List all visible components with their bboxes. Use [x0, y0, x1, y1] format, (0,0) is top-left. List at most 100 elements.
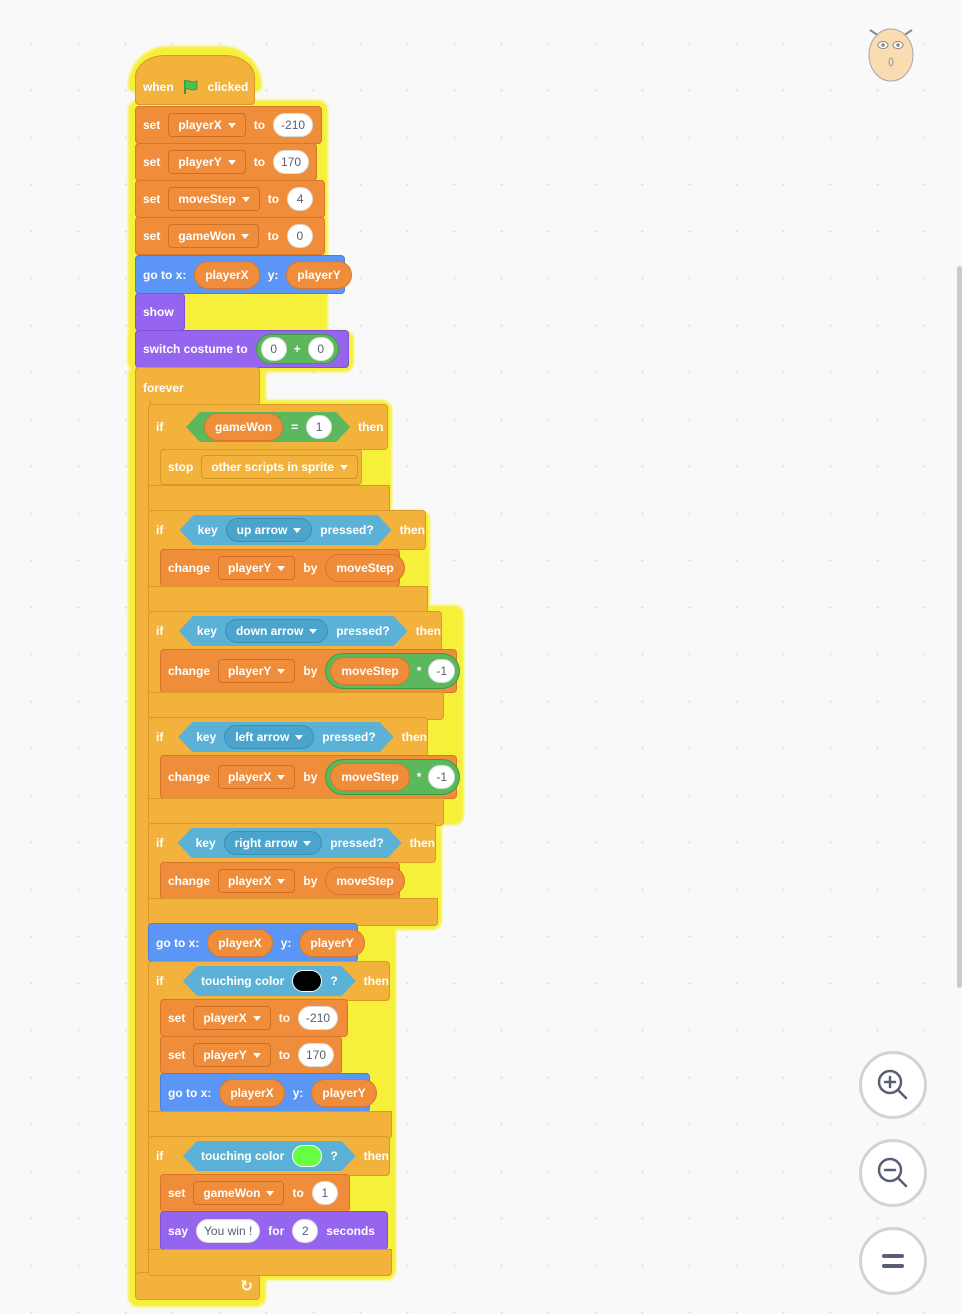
color-swatch-green[interactable]	[292, 1145, 322, 1167]
zoom-out-button[interactable]	[859, 1139, 927, 1207]
value-input[interactable]: 1	[311, 1181, 338, 1205]
variable-dropdown[interactable]: playerY	[218, 659, 296, 683]
key-dropdown[interactable]: up arrow	[226, 518, 313, 542]
key-label: key	[196, 624, 217, 638]
question-label: ?	[330, 974, 338, 988]
seconds-input[interactable]: 2	[292, 1218, 319, 1243]
variable-dropdown[interactable]: playerX	[168, 113, 246, 137]
say-for-seconds-block[interactable]: say You win ! for 2 seconds	[160, 1211, 388, 1250]
add-operator[interactable]: 0 + 0	[255, 334, 339, 364]
value-input[interactable]: -210	[273, 113, 314, 137]
change-variable-block[interactable]: change playerY by moveStep	[160, 549, 405, 587]
moveStep-reporter[interactable]: moveStep	[325, 867, 405, 895]
zoom-in-button[interactable]	[859, 1051, 927, 1119]
variable-dropdown[interactable]: playerY	[168, 150, 246, 174]
if-label: if	[156, 523, 164, 537]
value-input[interactable]: 0	[286, 224, 313, 248]
value-input[interactable]: 170	[273, 150, 310, 174]
key-name: right arrow	[234, 836, 298, 850]
variable-dropdown[interactable]: playerY	[193, 1043, 271, 1067]
if-touching-green-block[interactable]: if touching color ? then	[148, 1136, 390, 1176]
moveStep-reporter[interactable]: moveStep	[330, 657, 410, 685]
operand-a-input[interactable]: 0	[260, 337, 287, 361]
playerX-reporter[interactable]: playerX	[219, 1078, 285, 1107]
variable-dropdown[interactable]: playerX	[218, 765, 296, 789]
touching-color-sensor[interactable]: touching color ?	[183, 1141, 356, 1171]
by-label: by	[303, 770, 318, 784]
vertical-scrollbar[interactable]	[957, 266, 962, 988]
variable-dropdown[interactable]: gameWon	[168, 224, 260, 248]
key-pressed-sensor[interactable]: key left arrow pressed?	[178, 722, 393, 752]
value-input[interactable]: 4	[287, 187, 314, 211]
stop-block[interactable]: stop other scripts in sprite	[160, 449, 362, 485]
variable-dropdown[interactable]: playerY	[218, 556, 296, 580]
key-dropdown[interactable]: left arrow	[224, 725, 314, 749]
message-input[interactable]: You win !	[196, 1218, 261, 1243]
if-gamewon-block[interactable]: if gameWon = 1 then	[148, 404, 388, 450]
if-left-arrow-block[interactable]: if key left arrow pressed? then	[148, 717, 428, 757]
y-label: y:	[292, 1085, 304, 1100]
key-dropdown[interactable]: right arrow	[224, 831, 323, 855]
playerX-reporter[interactable]: playerX	[207, 928, 273, 957]
color-swatch-black[interactable]	[292, 970, 322, 992]
variable-dropdown[interactable]: playerX	[193, 1006, 271, 1030]
if-touching-black-block[interactable]: if touching color ? then	[148, 961, 390, 1001]
equals-reset-icon	[882, 1254, 904, 1268]
switch-costume-block[interactable]: switch costume to 0 + 0	[135, 330, 349, 368]
multiply-operator[interactable]: moveStep * -1	[325, 653, 461, 689]
value-input[interactable]: -210	[298, 1006, 339, 1030]
moveStep-reporter[interactable]: moveStep	[330, 763, 410, 791]
equals-operator[interactable]: gameWon = 1	[186, 412, 350, 442]
reset-zoom-button[interactable]	[859, 1227, 927, 1295]
factor-input[interactable]: -1	[428, 659, 456, 683]
touching-color-sensor[interactable]: touching color ?	[183, 966, 356, 996]
set-variable-block[interactable]: set playerY to 170	[160, 1036, 342, 1074]
go-to-xy-block[interactable]: go to x: playerX y: playerY	[160, 1073, 377, 1112]
key-pressed-sensor[interactable]: key down arrow pressed?	[179, 616, 408, 646]
show-block[interactable]: show	[135, 293, 185, 331]
multiply-operator[interactable]: moveStep * -1	[325, 759, 461, 795]
gameWon-reporter[interactable]: gameWon	[204, 413, 283, 441]
if-up-arrow-block[interactable]: if key up arrow pressed? then	[148, 510, 426, 550]
playerY-reporter[interactable]: playerY	[299, 928, 365, 957]
to-label: to	[267, 229, 279, 243]
touching-color-label: touching color	[200, 974, 285, 988]
change-variable-block[interactable]: change playerX by moveStep	[160, 862, 405, 900]
playerY-reporter[interactable]: playerY	[311, 1078, 377, 1107]
if-right-arrow-block[interactable]: if key right arrow pressed? then	[148, 823, 436, 863]
key-pressed-sensor[interactable]: key up arrow pressed?	[180, 515, 392, 545]
y-label: y:	[267, 267, 279, 282]
value-input[interactable]: 170	[298, 1043, 335, 1067]
sprite-face-icon[interactable]	[866, 26, 916, 82]
set-variable-block[interactable]: set playerX to -210	[160, 999, 348, 1037]
forever-block[interactable]: forever	[135, 367, 260, 407]
moveStep-reporter[interactable]: moveStep	[325, 554, 405, 582]
when-flag-clicked-block[interactable]: when clicked	[135, 55, 255, 105]
set-variable-block[interactable]: set playerX to -210	[135, 106, 322, 144]
variable-dropdown[interactable]: gameWon	[193, 1181, 285, 1205]
playerY-reporter[interactable]: playerY	[286, 260, 352, 289]
key-pressed-sensor[interactable]: key right arrow pressed?	[178, 828, 402, 858]
then-label: then	[409, 836, 435, 850]
set-variable-block[interactable]: set gameWon to 0	[135, 217, 325, 255]
if-down-arrow-block[interactable]: if key down arrow pressed? then	[148, 611, 442, 651]
y-label: y:	[280, 935, 292, 950]
factor-input[interactable]: -1	[428, 765, 456, 789]
key-dropdown[interactable]: down arrow	[225, 619, 328, 643]
set-variable-block[interactable]: set playerY to 170	[135, 143, 317, 181]
go-to-xy-block[interactable]: go to x: playerX y: playerY	[135, 255, 352, 294]
set-variable-block[interactable]: set moveStep to 4	[135, 180, 325, 218]
key-label: key	[195, 836, 216, 850]
go-to-xy-block[interactable]: go to x: playerX y: playerY	[148, 923, 365, 962]
key-label: key	[197, 523, 218, 537]
stop-option-dropdown[interactable]: other scripts in sprite	[201, 455, 359, 479]
playerX-reporter[interactable]: playerX	[194, 260, 260, 289]
operand-b-input[interactable]: 0	[307, 337, 334, 361]
variable-dropdown[interactable]: moveStep	[168, 187, 260, 211]
compare-value-input[interactable]: 1	[306, 415, 332, 439]
set-variable-block[interactable]: set gameWon to 1	[160, 1174, 350, 1212]
change-variable-block[interactable]: change playerY by moveStep * -1	[160, 649, 461, 693]
variable-dropdown[interactable]: playerX	[218, 869, 296, 893]
change-variable-block[interactable]: change playerX by moveStep * -1	[160, 755, 461, 799]
dropdown-caret-icon	[303, 841, 311, 846]
